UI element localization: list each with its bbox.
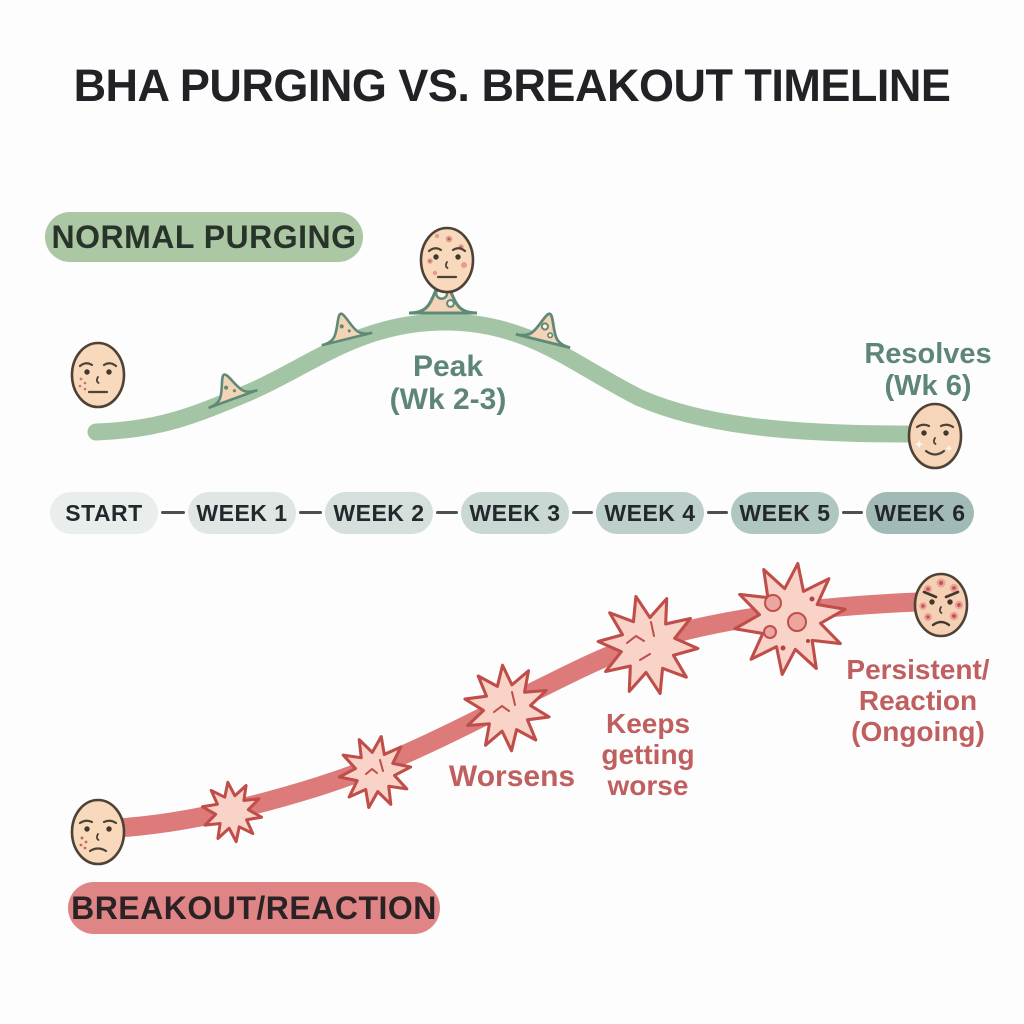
burst-detail-cracks xyxy=(365,621,655,775)
pimple-bump-icon xyxy=(315,307,372,345)
timeline-pill-week-5: WEEK 5 xyxy=(731,492,839,534)
inflammation-burst-icon xyxy=(456,659,557,757)
face-breakout-icon xyxy=(419,226,475,294)
timeline-connector xyxy=(161,511,185,514)
pimple-bump-icon xyxy=(516,307,577,348)
peak-annotation: Peak (Wk 2-3) xyxy=(389,350,507,416)
inflammation-burst-icon xyxy=(595,594,701,696)
timeline-pill-week-4: WEEK 4 xyxy=(596,492,704,534)
persistent-reaction-annotation: Persistent/ Reaction (Ongoing) xyxy=(846,654,990,747)
timeline-connector xyxy=(707,511,728,514)
timeline-pill-start: START xyxy=(50,492,158,534)
burst-detail-pustules xyxy=(763,594,815,651)
face-angry-breakout-icon xyxy=(913,572,969,638)
keeps-getting-worse-annotation: Keeps getting worse xyxy=(601,708,695,801)
timeline-connector xyxy=(299,511,322,514)
face-mild-spots-icon xyxy=(70,341,126,409)
breakout-reaction-badge: BREAKOUT/REACTION xyxy=(68,882,440,934)
timeline-pill-week-3: WEEK 3 xyxy=(461,492,569,534)
timeline-connector xyxy=(842,511,863,514)
timeline-pill-week-6: WEEK 6 xyxy=(866,492,974,534)
face-irritated-icon xyxy=(70,798,126,866)
timeline-connector xyxy=(572,511,593,514)
timeline-pill-week-1: WEEK 1 xyxy=(188,492,296,534)
timeline-pill-week-2: WEEK 2 xyxy=(325,492,433,534)
pimple-bump-icon xyxy=(200,366,258,408)
worsens-annotation: Worsens xyxy=(448,760,576,793)
resolves-annotation: Resolves (Wk 6) xyxy=(864,338,992,402)
timeline-connector xyxy=(436,511,458,514)
face-clear-smiling-icon xyxy=(907,402,963,470)
normal-purging-badge: NORMAL PURGING xyxy=(45,212,363,262)
page-title: BHA PURGING VS. BREAKOUT TIMELINE xyxy=(73,60,951,111)
